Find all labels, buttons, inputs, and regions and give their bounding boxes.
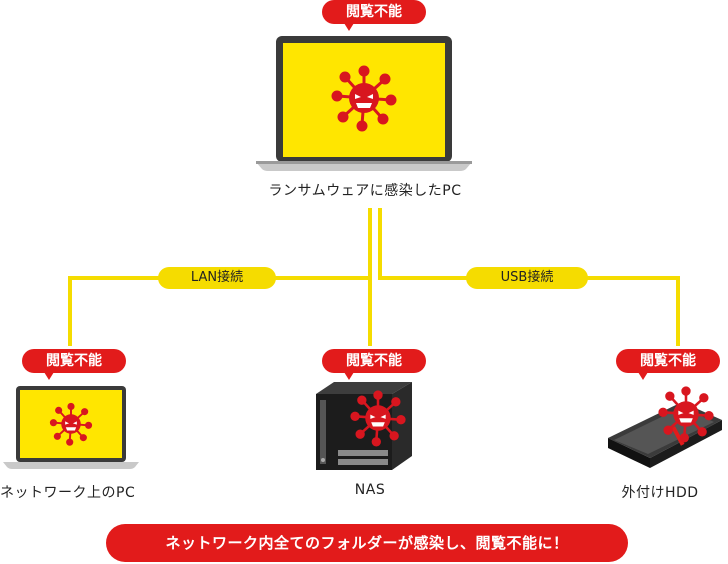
network-pc-caption: ネットワーク上のPC — [0, 485, 136, 501]
virus-icon — [350, 390, 406, 447]
lan-connection-label: LAN接続 — [158, 267, 276, 289]
nas-icon — [316, 382, 412, 470]
laptop-icon — [256, 36, 472, 171]
connector-main-right — [378, 208, 382, 278]
warning-banner: ネットワーク内全てのフォルダーが感染し、閲覧不能に！ — [106, 524, 628, 562]
virus-icon — [331, 65, 397, 132]
usb-connection-label: USB接続 — [466, 267, 588, 289]
connector-usb-down — [676, 276, 680, 346]
nas-caption: NAS — [354, 482, 386, 498]
connector-lan-down — [68, 276, 72, 346]
unreadable-badge-right: 閲覧不能 — [616, 349, 720, 380]
external-hdd-caption: 外付けHDD — [621, 485, 699, 501]
virus-icon — [658, 386, 714, 443]
laptop-icon — [3, 386, 139, 469]
unreadable-badge-center: 閲覧不能 — [322, 349, 426, 380]
hdd-icon — [608, 386, 722, 468]
virus-icon — [49, 402, 93, 446]
unreadable-badge-left: 閲覧不能 — [22, 349, 126, 380]
unreadable-badge-top: 閲覧不能 — [322, 0, 426, 31]
infected-pc-caption: ランサムウェアに感染したPC — [268, 183, 462, 199]
